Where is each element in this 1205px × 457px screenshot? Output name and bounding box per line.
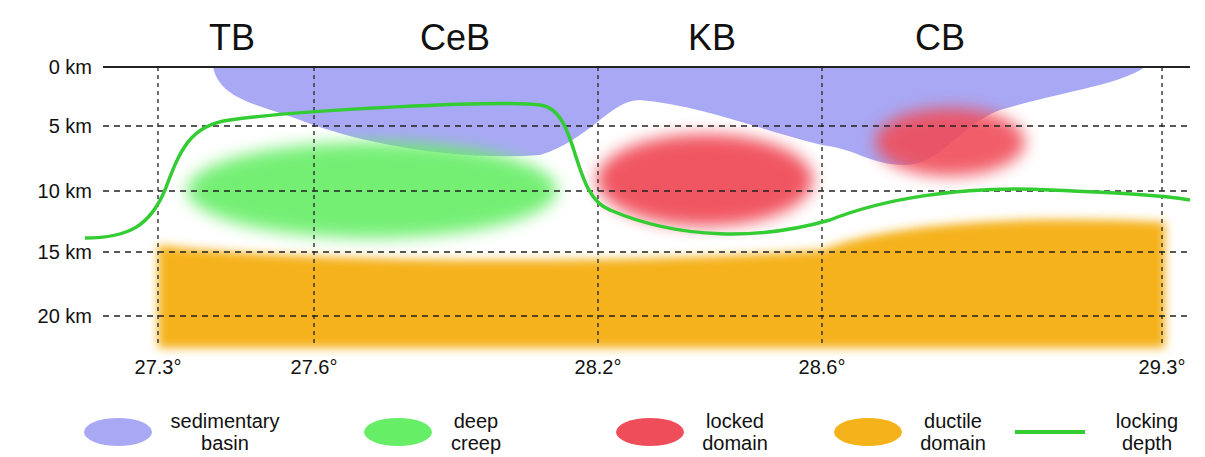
deep-creep-zone [187, 142, 557, 238]
legend-swatch [353, 412, 443, 452]
legend-swatch-ellipse [364, 418, 432, 446]
basin-label: TB [209, 18, 255, 58]
legend-text: locked domain [690, 410, 780, 454]
legend-swatch [73, 412, 163, 452]
legend-swatch [605, 412, 695, 452]
locking-depth-line [85, 104, 1190, 238]
basin-label: KB [688, 18, 736, 58]
depth-label: 10 km [38, 180, 92, 202]
depth-label: 0 km [49, 56, 92, 78]
legend-swatch-ellipse [834, 418, 902, 446]
legend-text: locking depth [1102, 410, 1192, 454]
legend-swatch [823, 412, 913, 452]
ductile-domain [158, 220, 1165, 348]
legend-text: sedimentary basin [160, 410, 290, 454]
depth-label: 20 km [38, 305, 92, 327]
latitude-label: 28.2° [575, 356, 622, 378]
depth-label: 15 km [38, 241, 92, 263]
basin-label: CB [915, 18, 965, 58]
legend-line-sample [1015, 430, 1085, 434]
latitude-label: 29.3° [1139, 356, 1186, 378]
latitude-label: 27.6° [291, 356, 338, 378]
grid [103, 67, 1190, 345]
depth-label: 5 km [49, 115, 92, 137]
legend-text: deep creep [436, 410, 516, 454]
latitude-label: 28.6° [799, 356, 846, 378]
basin-label: CeB [420, 18, 490, 58]
legend-swatch-ellipse [616, 418, 684, 446]
locked-zone [597, 134, 813, 226]
legend-swatch [1005, 412, 1095, 452]
legend-swatch-ellipse [84, 418, 152, 446]
legend-text: ductile domain [908, 410, 998, 454]
locked-zone [875, 108, 1025, 176]
latitude-label: 27.3° [135, 356, 182, 378]
